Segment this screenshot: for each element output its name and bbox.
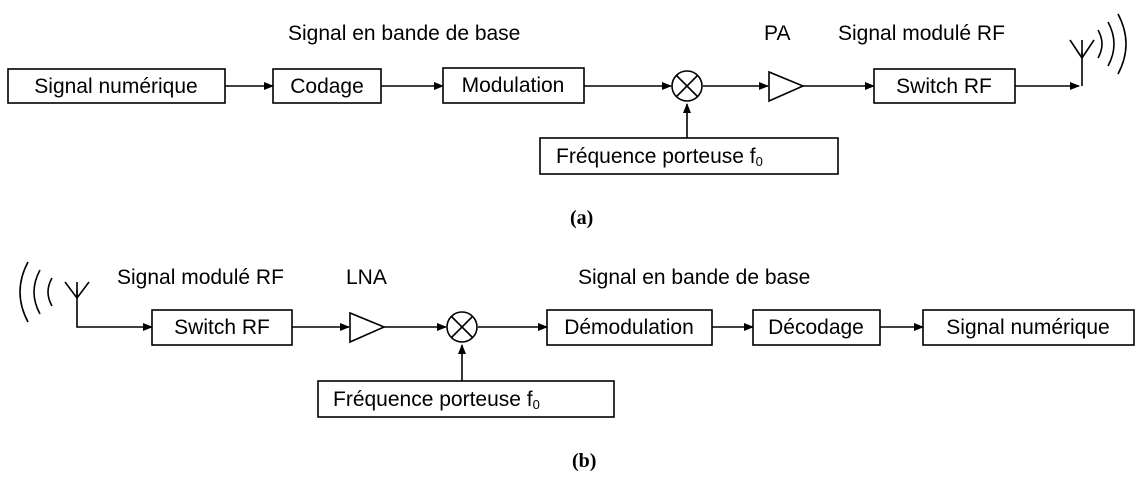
digital-signal-label-a: Signal numérique (34, 75, 197, 98)
baseband-heading-a: Signal en bande de base (288, 22, 520, 45)
caption-a: (a) (570, 207, 593, 229)
switch-rf-label-a: Switch RF (896, 75, 992, 98)
decoding-label: Décodage (768, 316, 864, 339)
tx-antenna-icon (1069, 13, 1127, 86)
pa-heading: PA (764, 22, 790, 45)
carrier-label-b: Fréquence porteuse f0 (333, 388, 540, 412)
mixer-icon-a (671, 70, 703, 102)
demodulation-box: Démodulation (546, 309, 713, 346)
lna-heading: LNA (346, 266, 387, 289)
modulation-box: Modulation (442, 67, 585, 104)
modulation-label: Modulation (462, 74, 565, 97)
transmitter-chain: Signal en bande de base PA Signal modulé… (7, 13, 1127, 229)
digital-signal-box-a: Signal numérique (7, 68, 226, 104)
demodulation-label: Démodulation (564, 316, 694, 339)
lna-amplifier-icon (349, 311, 387, 344)
rx-antenna-icon (19, 261, 153, 331)
decoding-box: Décodage (752, 309, 881, 346)
switch-rf-label-b: Switch RF (174, 316, 270, 339)
carrier-box-b: Fréquence porteuse f0 (317, 380, 615, 418)
coding-label: Codage (290, 75, 364, 98)
switch-rf-box-a: Switch RF (873, 68, 1016, 104)
carrier-label-a: Fréquence porteuse f0 (556, 145, 763, 169)
digital-signal-box-b: Signal numérique (922, 309, 1135, 346)
receiver-chain: Signal modulé RF LNA Signal en bande de … (19, 261, 1135, 472)
carrier-box-a: Fréquence porteuse f0 (539, 137, 839, 175)
digital-signal-label-b: Signal numérique (946, 316, 1109, 339)
pa-amplifier-icon (768, 70, 806, 103)
rf-signal-heading-b: Signal modulé RF (117, 266, 284, 289)
caption-b: (b) (572, 450, 596, 472)
switch-rf-box-b: Switch RF (151, 309, 293, 346)
rf-signal-heading-a: Signal modulé RF (838, 22, 1005, 45)
mixer-icon-b (446, 311, 478, 343)
baseband-heading-b: Signal en bande de base (578, 266, 810, 289)
coding-box: Codage (272, 68, 382, 104)
